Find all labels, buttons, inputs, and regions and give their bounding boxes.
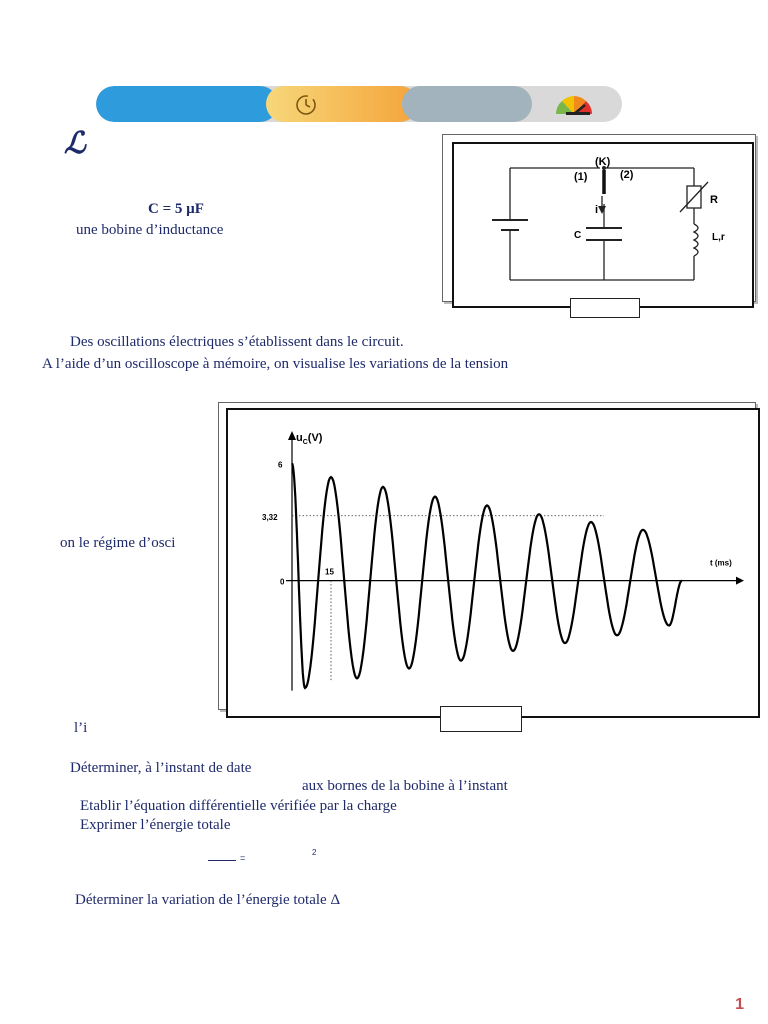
y-axis-label: uC(V) — [296, 432, 323, 446]
coil-text: une bobine d’inductance — [76, 222, 224, 238]
uc-series-line — [291, 462, 683, 690]
coil-label: L,r — [712, 232, 725, 243]
chart-frame: 6 3,32 0 15 uC(V) t (ms) — [226, 408, 760, 718]
question-5-text: Déterminer la variation de l’énergie tot… — [75, 892, 341, 908]
y-tick-label-0: 0 — [280, 578, 285, 587]
chart-figure-caption — [440, 706, 522, 732]
capacitor-label: C — [574, 230, 582, 241]
y-tick-label-3-32: 3,32 — [262, 513, 278, 522]
capacitance-text: C = 5 µF — [148, 201, 204, 217]
position-1-label: (1) — [574, 171, 588, 183]
clock-icon — [296, 95, 316, 115]
switch-label: (K) — [595, 156, 611, 168]
regime-text: on le régime d’osci — [60, 535, 176, 551]
page-number: 1 — [735, 996, 744, 1013]
question-2-text: aux bornes de la bobine à l’instant — [302, 778, 508, 794]
formula-equals: = — [240, 853, 246, 863]
gauge-icon — [556, 96, 592, 115]
question-3-text: Etablir l’équation différentielle vérifi… — [80, 798, 397, 814]
circuit-frame: (K) (1) (2) i C R L,r — [452, 142, 754, 308]
oscillogram-chart: 6 3,32 0 15 uC(V) t (ms) — [262, 431, 744, 691]
y-tick-label-6: 6 — [278, 460, 283, 469]
progress-header-bar — [96, 86, 622, 122]
title-symbol: ℒ — [64, 127, 86, 160]
progress-segment-blue — [96, 86, 278, 122]
x-axis-arrow — [736, 576, 744, 585]
y-axis-arrow — [288, 431, 296, 440]
formula-exponent: 2 — [312, 848, 317, 857]
paragraph-line-1: Des oscillations électriques s’établisse… — [70, 334, 404, 350]
question-i-text: l’i — [74, 720, 88, 736]
circuit-diagram — [492, 166, 709, 281]
position-2-label: (2) — [620, 169, 634, 181]
x-axis-label: t (ms) — [710, 559, 732, 568]
progress-segment-gray — [402, 86, 532, 122]
circuit-figure-caption — [570, 298, 640, 318]
resistor-label: R — [710, 194, 718, 206]
question-4-text: Exprimer l’énergie totale — [80, 817, 231, 833]
paragraph-line-2: A l’aide d’un oscilloscope à mémoire, on… — [42, 356, 509, 372]
x-marker-label-15: 15 — [325, 568, 334, 577]
progress-segment-orange — [266, 86, 418, 122]
fraction-bar — [208, 860, 236, 861]
question-1-text: Déterminer, à l’instant de date — [70, 760, 252, 776]
current-label: i — [595, 204, 599, 216]
